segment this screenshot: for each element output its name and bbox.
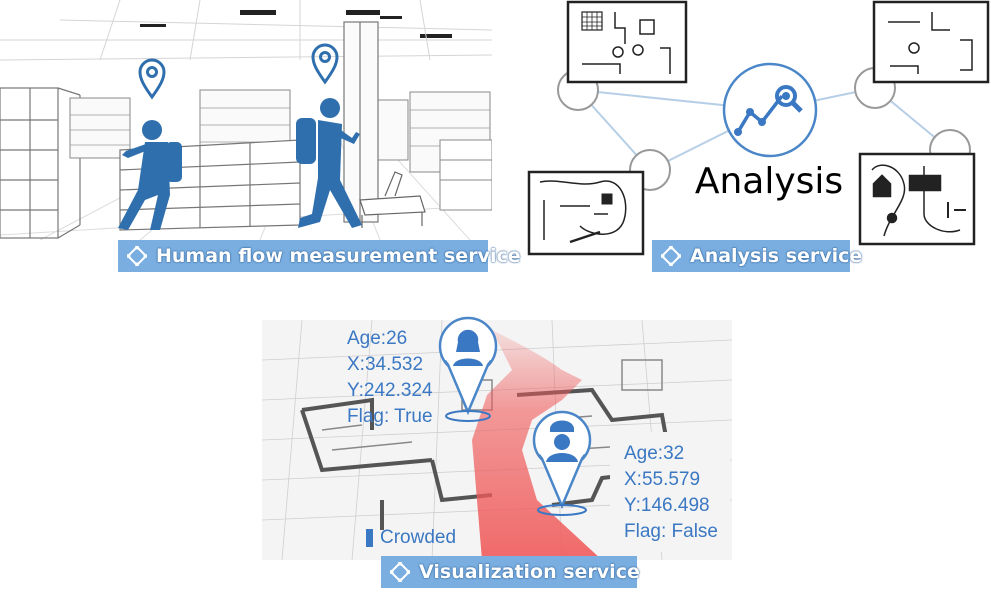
- floor-plan-thumbnail: [858, 152, 976, 246]
- floor-plan-thumbnail: [527, 170, 645, 256]
- human-flow-service-text: Human flow measurement service: [156, 245, 521, 267]
- person-1-flag: Flag: True: [347, 406, 433, 427]
- diamond-node-icon: [390, 562, 410, 582]
- crowded-legend-swatch: [366, 529, 373, 547]
- walking-person-icon: [118, 120, 182, 230]
- person-1-x: X:34.532: [347, 354, 424, 375]
- analysis-network: Analysis: [527, 0, 990, 256]
- crowded-legend-label: Crowded: [380, 527, 457, 548]
- person-2-flag: Flag: False: [624, 521, 718, 542]
- floor-plan-thumbnail: [566, 0, 688, 84]
- person-2-panel-bg: [610, 432, 730, 552]
- person-2-y: Y:146.498: [624, 495, 710, 516]
- analysis-magnifier-icon: [722, 62, 818, 158]
- location-pin-icon: [311, 43, 339, 85]
- person-1-y: Y:242.324: [347, 380, 433, 401]
- analysis-service-text: Analysis service: [690, 245, 863, 267]
- analysis-word: Analysis: [695, 161, 843, 202]
- location-pin-icon: [138, 58, 166, 100]
- person-1-age: Age:26: [347, 328, 408, 349]
- crowd-heat-path: [472, 330, 602, 560]
- store-scene: [0, 0, 492, 240]
- visualization-service-label: Visualization service: [381, 556, 640, 588]
- person-2-age: Age:32: [624, 443, 685, 464]
- person-2-x: X:55.579: [624, 469, 701, 490]
- user-pin-icon: [532, 410, 592, 516]
- floor-plan-thumbnail: [872, 0, 990, 84]
- walking-person-icon: [296, 98, 362, 228]
- analysis-service-label: Analysis service: [652, 240, 862, 272]
- diamond-node-icon: [127, 246, 147, 266]
- diamond-node-icon: [661, 246, 681, 266]
- visualization-service-text: Visualization service: [419, 561, 640, 583]
- human-flow-service-label: Human flow measurement service: [118, 240, 521, 272]
- user-pin-icon: [438, 316, 498, 422]
